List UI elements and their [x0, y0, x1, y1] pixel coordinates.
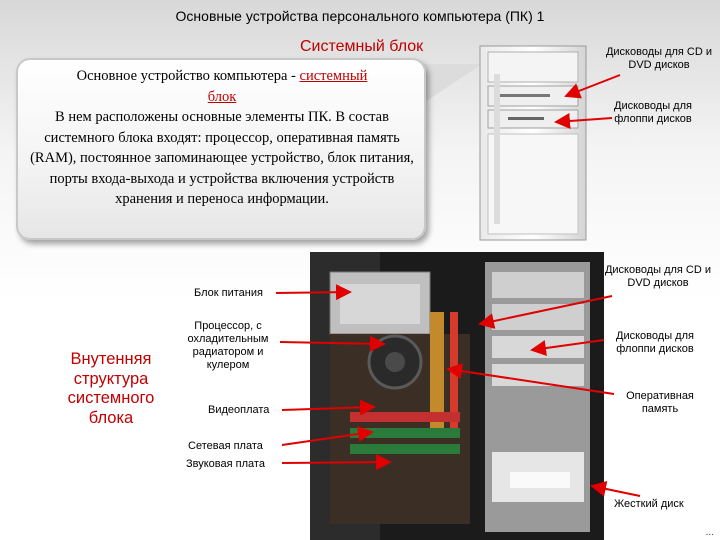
label-ram: Оперативная память — [608, 390, 712, 416]
system-unit-illustration — [478, 44, 588, 242]
footer-mark: ... — [706, 527, 714, 538]
label-cd-dvd: Дисководы для CD и DVD дисков — [596, 264, 720, 290]
system-unit-interior-photo — [310, 252, 604, 540]
section-title: Системный блок — [300, 38, 423, 56]
label-cpu: Процессор, с охладительным радиатором и … — [176, 320, 280, 372]
case-label-cd-dvd: Дисководы для CD и DVD дисков — [600, 46, 718, 72]
page-title: Основные устройства персонального компью… — [0, 8, 720, 24]
bubble-tail — [422, 64, 482, 104]
label-network: Сетевая плата — [188, 440, 263, 453]
label-video: Видеоплата — [208, 404, 269, 417]
label-floppy: Дисководы для флоппи дисков — [600, 330, 710, 356]
description-intro: Основное устройство компьютера - — [77, 68, 300, 84]
description-text: Основное устройство компьютера - системн… — [24, 66, 420, 210]
description-highlight: системный — [300, 68, 368, 84]
description-body: В нем расположены основные элементы ПК. … — [24, 107, 420, 210]
case-label-floppy: Дисководы для флоппи дисков — [598, 100, 708, 126]
structure-title: Внутенняя структура системного блока — [46, 350, 176, 428]
label-sound: Звуковая плата — [186, 458, 265, 471]
label-psu: Блок питания — [194, 287, 263, 300]
label-hdd: Жесткий диск — [614, 498, 684, 511]
description-highlight-2: блок — [208, 89, 237, 105]
